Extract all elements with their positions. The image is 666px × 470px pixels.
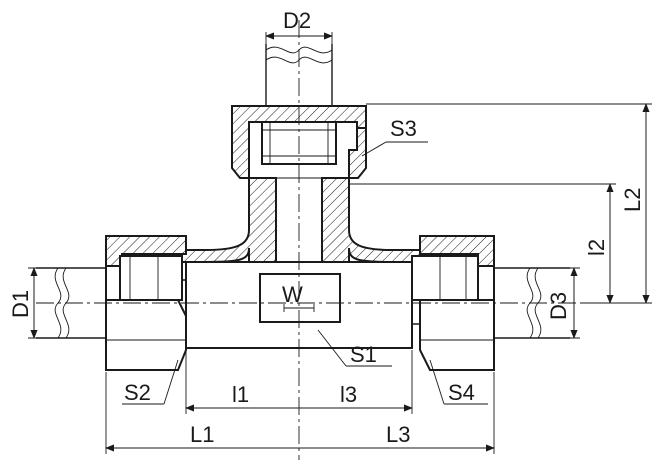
label-d1: D1 <box>8 290 33 318</box>
leader-s2: S2 <box>122 359 179 405</box>
dim-L1-L3: L1 L3 <box>105 372 495 454</box>
label-d2: D2 <box>283 8 311 33</box>
leader-s4: S4 <box>429 359 488 405</box>
label-l1: l1 <box>232 382 249 407</box>
leader-s1: S1 <box>317 329 392 367</box>
dim-L2: L2 <box>366 103 652 304</box>
dim-d3: D3 <box>494 267 580 339</box>
label-s3: S3 <box>390 116 417 141</box>
label-s4: S4 <box>448 380 475 405</box>
logo-plate: W <box>259 273 341 323</box>
right-nut <box>411 235 570 371</box>
label-l2: l2 <box>584 239 609 256</box>
label-L3: L3 <box>386 422 410 447</box>
dim-d1: D1 <box>8 267 106 339</box>
label-d3: D3 <box>546 292 571 320</box>
dim-l1-l3: l1 l3 <box>185 350 413 414</box>
leader-s3: S3 <box>361 116 428 157</box>
label-l3: l3 <box>340 382 357 407</box>
left-nut <box>36 235 187 371</box>
label-L2: L2 <box>620 188 645 212</box>
label-s2: S2 <box>124 380 151 405</box>
dim-d2: D2 <box>265 8 333 46</box>
logo-letter: W <box>282 282 303 307</box>
label-L1: L1 <box>190 422 214 447</box>
dim-l2: l2 <box>349 183 616 304</box>
label-s1: S1 <box>350 342 377 367</box>
